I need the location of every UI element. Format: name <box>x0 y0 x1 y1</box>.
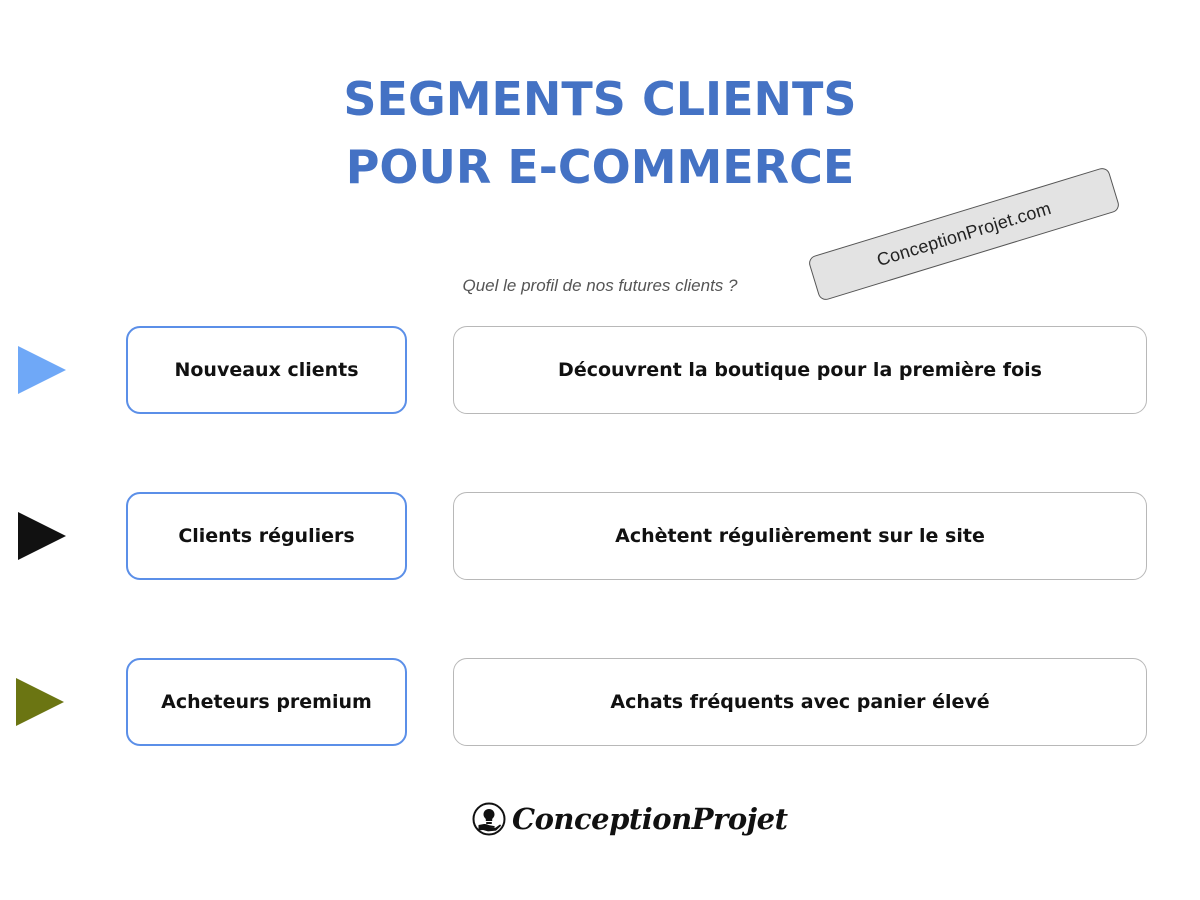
watermark-stamp-text: ConceptionProjet.com <box>874 197 1054 270</box>
segment-description: Achètent régulièrement sur le site <box>615 525 985 547</box>
brand-logo: ConceptionProjet <box>472 798 788 840</box>
segment-description: Découvrent la boutique pour la première … <box>558 359 1042 381</box>
triangle-marker-icon <box>18 346 66 394</box>
segment-name: Acheteurs premium <box>161 691 372 713</box>
segment-row-premium-buyers: Acheteurs premium Achats fréquents avec … <box>0 658 1200 746</box>
segment-name: Nouveaux clients <box>174 359 359 381</box>
page-title-line-2: POUR E-COMMERCE <box>345 140 855 194</box>
triangle-marker-icon <box>18 512 66 560</box>
segment-row-regular-clients: Clients réguliers Achètent régulièrement… <box>0 492 1200 580</box>
segment-name-box: Acheteurs premium <box>126 658 407 746</box>
segment-row-new-clients: Nouveaux clients Découvrent la boutique … <box>0 326 1200 414</box>
triangle-marker-icon <box>16 678 64 726</box>
hand-holding-lightbulb-icon <box>472 802 506 836</box>
page-title-line-1: SEGMENTS CLIENTS <box>343 72 857 126</box>
segment-name-box: Clients réguliers <box>126 492 407 580</box>
segment-description-box: Achètent régulièrement sur le site <box>453 492 1147 580</box>
segment-description-box: Achats fréquents avec panier élevé <box>453 658 1147 746</box>
subtitle: Quel le profil de nos futures clients ? <box>462 276 738 295</box>
segment-description: Achats fréquents avec panier élevé <box>610 691 990 713</box>
segment-description-box: Découvrent la boutique pour la première … <box>453 326 1147 414</box>
segment-name-box: Nouveaux clients <box>126 326 407 414</box>
segment-name: Clients réguliers <box>178 525 355 547</box>
brand-logo-text: ConceptionProjet <box>512 802 788 836</box>
